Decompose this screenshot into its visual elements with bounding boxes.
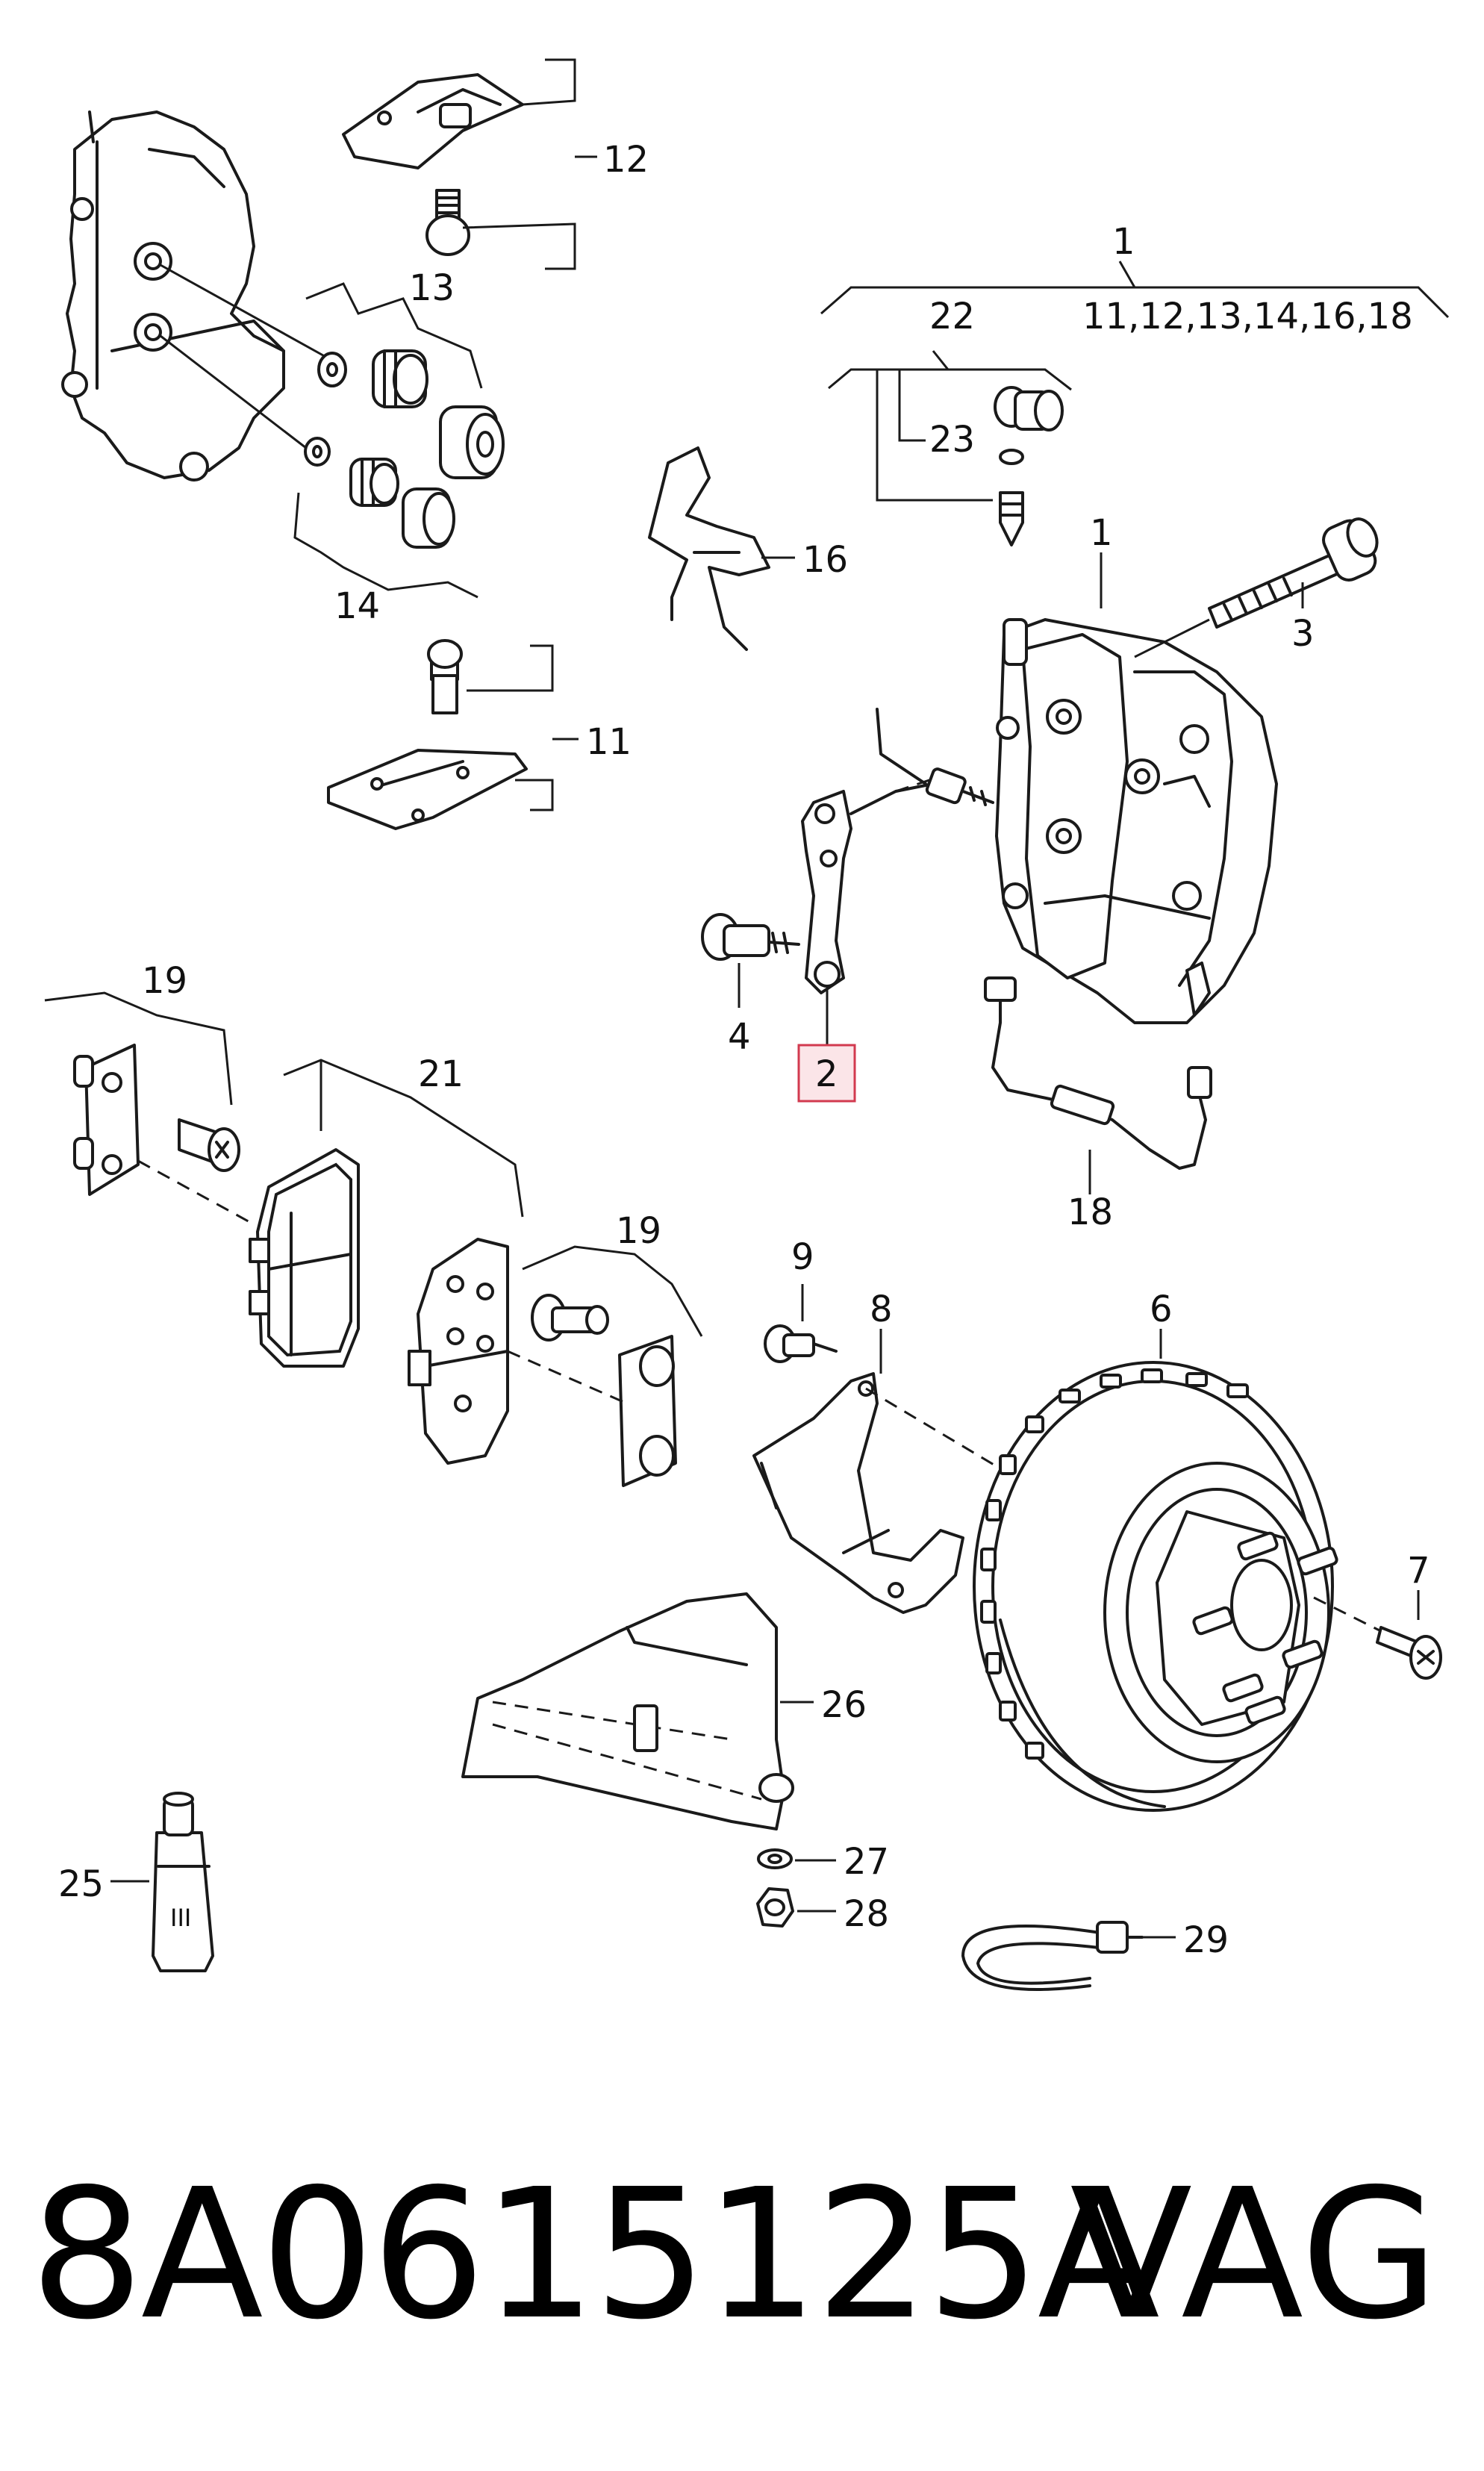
label-4: 4 [728,1016,751,1058]
label-6: 6 [1150,1289,1173,1330]
brand-name: VAG [1070,2150,1439,2359]
tube-marking: III [170,1904,191,1932]
washer-27 [757,1848,793,1869]
group-bracket-22: 22 23 [828,296,1072,502]
label-2-highlight[interactable] [797,1044,856,1103]
label-19a: 19 [142,960,187,1002]
label-8: 8 [870,1289,893,1330]
label-12: 12 [603,139,649,181]
exploded-parts-diagram: 14 12 13 11 16 1 11, [44,58,1450,1991]
disc-vent-slots [980,1368,1249,1760]
label-13: 13 [409,267,455,309]
pad-retainer-11 [327,639,528,830]
cable-tie-29 [961,1921,1144,1991]
label-23: 23 [929,419,975,461]
grease-tube-25: III [152,1792,214,1972]
part-number-footer: 8A0615125A VAG [0,2143,1484,2411]
brake-pad-21a [249,1148,360,1368]
label-21: 21 [418,1053,464,1095]
label-11: 11 [586,721,632,763]
bleeder-valve-23 [994,386,1064,546]
label-19b: 19 [616,1210,661,1252]
label-3: 3 [1291,613,1315,655]
label-26: 26 [821,1684,867,1726]
pin-13 [425,189,470,256]
piston-seal-set [304,349,505,549]
label-29: 29 [1183,1919,1229,1961]
spring-clip-16 [648,446,770,651]
wear-sensor-bracket-2 [801,775,941,994]
sensor-bracket-8 [752,1372,964,1614]
label-18: 18 [1067,1191,1113,1233]
bolt-4 [701,913,800,961]
label-14: 14 [334,585,380,627]
brake-pad-21b [408,1238,509,1465]
disc-screw-7 [1313,1596,1442,1680]
nut-28 [756,1887,794,1928]
brake-caliper-1 [995,618,1278,1024]
pad-pin-plate-19b: 19 [507,1210,703,1487]
caliper-housing-left [61,110,285,482]
label-1-group: 11,12,13,14,16,18 [1082,296,1413,337]
brake-hose-18 [984,976,1212,1170]
brake-line-fitting [876,708,994,806]
bolt-9 [764,1324,838,1363]
label-22: 22 [929,296,975,337]
spring-plate-12 [342,73,524,169]
label-7: 7 [1407,1550,1430,1592]
group-bracket-1: 1 11,12,13,14,16,18 [820,221,1450,337]
label-9: 9 [791,1236,814,1278]
label-1-top: 1 [1112,221,1135,263]
label-1: 1 [1090,512,1113,554]
label-25: 25 [58,1863,104,1905]
label-28: 28 [844,1893,889,1935]
label-2[interactable]: 2 [815,1053,838,1095]
brake-disc-6 [973,1361,1338,1812]
wheel-studs [1192,1531,1338,1725]
pad-pin-plate-19a: 19 [44,960,255,1226]
label-16: 16 [802,539,848,581]
label-27: 27 [844,1841,889,1883]
part-number: 8A0615125A [30,2150,1160,2359]
caliper-bolt-3 [1208,517,1379,629]
splash-shield-26 [461,1592,794,1830]
